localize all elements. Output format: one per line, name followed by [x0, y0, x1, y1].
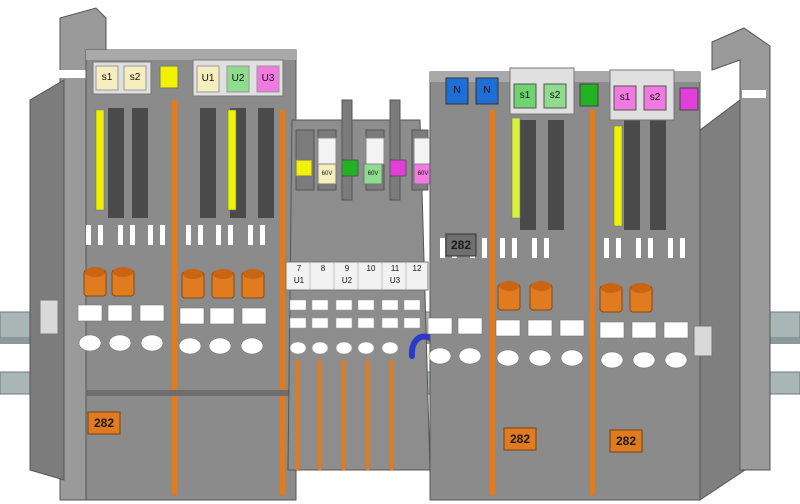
fuse-tag-1: 60V: [321, 171, 333, 177]
marker-label-s2-left: s2: [129, 72, 141, 83]
marker-strip-u: [192, 59, 284, 97]
left-terminal-group: [77, 49, 297, 501]
terminal-number-9: 9: [344, 264, 350, 273]
marker-label-s2-right-b: s2: [649, 92, 661, 103]
marker-label-s1-left: s1: [101, 72, 113, 83]
marker-label-u3: U3: [261, 73, 275, 84]
marker-label-u1: U1: [201, 73, 215, 84]
fuse-tag-2: 60V: [367, 171, 379, 177]
terminal-number-8: 8: [320, 264, 326, 273]
marker-label-n-2: N: [483, 85, 491, 96]
marker-label-u2: U2: [231, 73, 245, 84]
badge-282-mid-label: 282: [450, 238, 472, 252]
marker-label-n-1: N: [453, 85, 461, 96]
terminal-number-7: 7: [296, 264, 302, 273]
badge-282-right-b-label: 282: [615, 434, 637, 448]
right-terminal-group: [427, 71, 701, 501]
marker-strip-n: [445, 77, 499, 105]
terminal-number-12: 12: [412, 264, 422, 273]
terminal-sub-u2: U2: [341, 276, 353, 285]
badge-282-right-a: [503, 427, 537, 451]
terminal-sub-u1: U1: [293, 276, 305, 285]
terminal-number-10: 10: [366, 264, 376, 273]
badge-282-mid: [445, 233, 477, 257]
marker-label-s1-right-b: s1: [619, 92, 631, 103]
badge-282-right-a-label: 282: [509, 432, 531, 446]
marker-label-s1-right-a: s1: [519, 90, 531, 101]
right-end-bracket: [693, 27, 771, 501]
marker-strip-s-left: [92, 61, 179, 95]
center-test-terminals: [285, 99, 443, 471]
terminal-number-11: 11: [390, 264, 400, 273]
badge-282-right-b: [609, 429, 643, 453]
marker-strip-s-right-a: [509, 67, 599, 115]
badge-282-left: [87, 411, 121, 435]
marker-label-s2-right-a: s2: [549, 90, 561, 101]
badge-282-left-label: 282: [93, 416, 115, 430]
fuse-tag-3: 60V: [417, 171, 429, 177]
marker-strip-s-right-b: [609, 69, 699, 121]
terminal-sub-u3: U3: [389, 276, 401, 285]
